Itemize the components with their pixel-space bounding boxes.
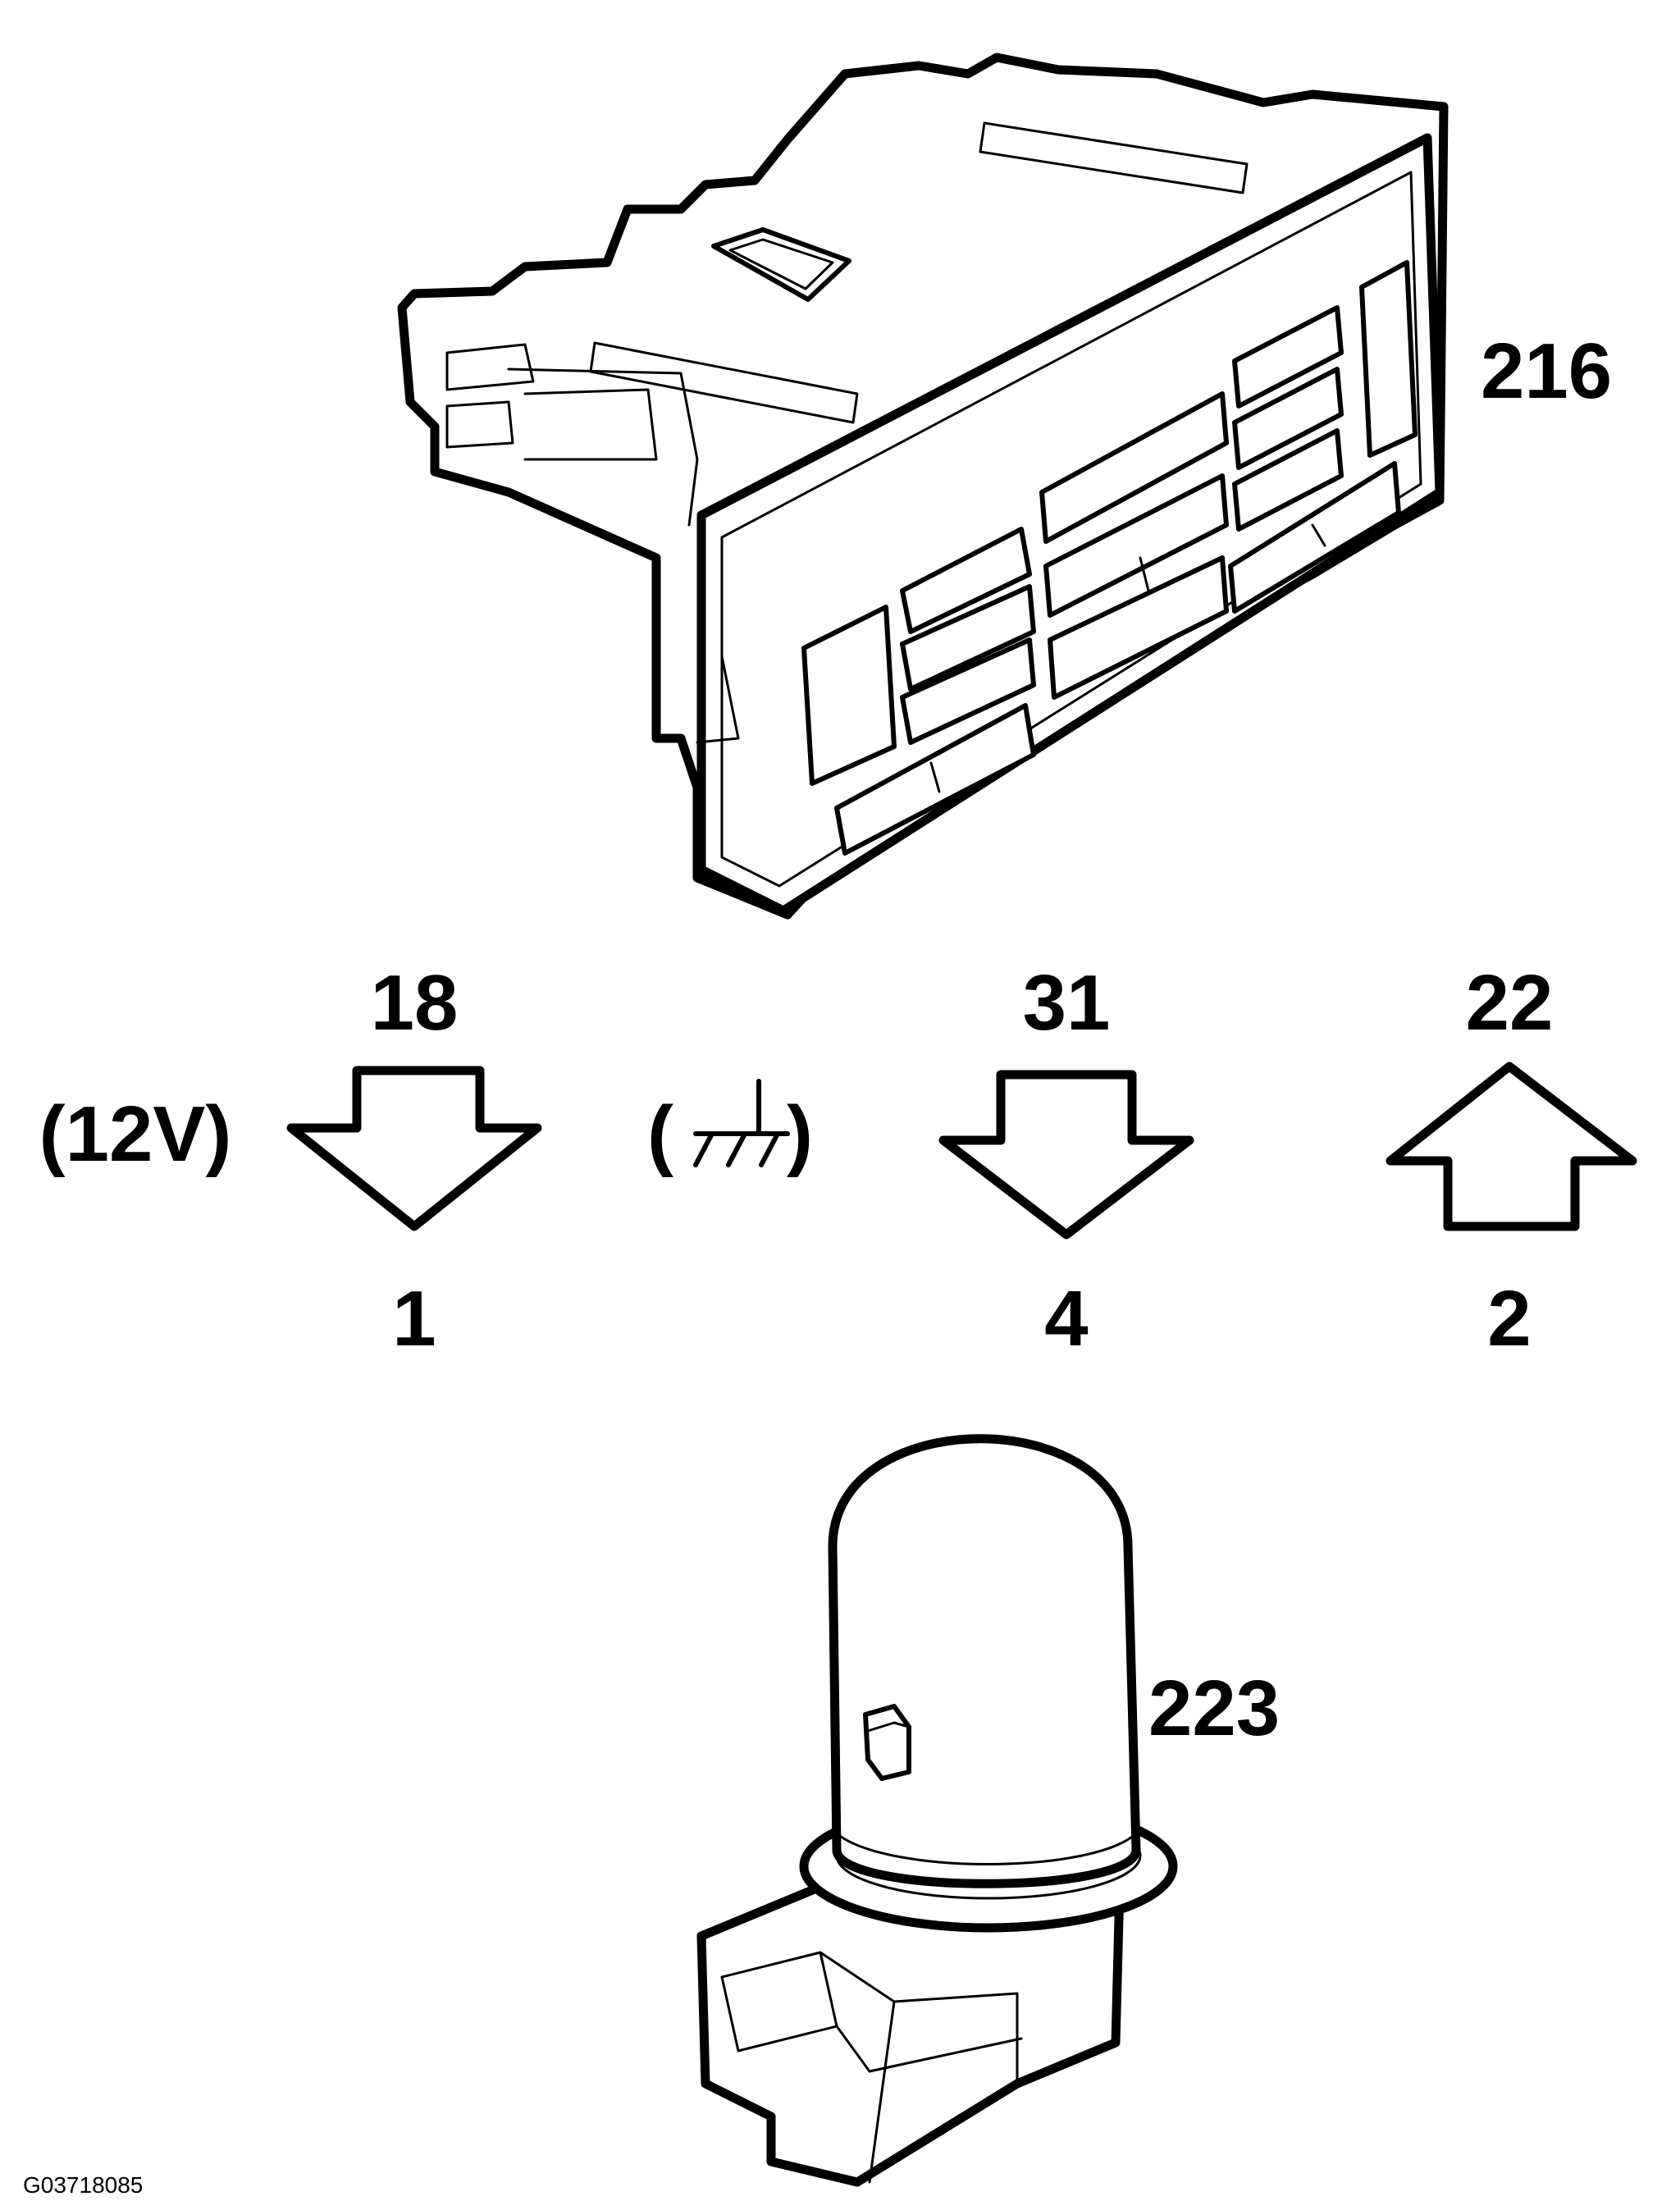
wire-number-31: 31 (1023, 959, 1111, 1047)
arrow-up-icon (1386, 1062, 1637, 1231)
pin-number-2: 2 (1487, 1275, 1531, 1363)
wire-number-18: 18 (371, 959, 459, 1047)
wire-number-22: 22 (1466, 959, 1554, 1047)
pin-number-4: 4 (1044, 1275, 1088, 1363)
control-module-icon (397, 53, 1449, 920)
figure-code: G03718085 (23, 2172, 143, 2198)
pin-number-1: 1 (392, 1275, 436, 1363)
ground-paren-close: ) (787, 1090, 813, 1178)
ground-icon (693, 1079, 790, 1167)
component-label-216: 216 (1481, 327, 1612, 415)
arrow-down-icon (286, 1066, 542, 1231)
voltage-note: (12V) (39, 1090, 232, 1178)
ground-symbol: ( ) (647, 1079, 813, 1178)
bulb-icon (696, 1434, 1178, 2187)
ground-paren-open: ( (647, 1090, 673, 1178)
arrow-down-icon (938, 1070, 1194, 1240)
component-label-223: 223 (1148, 1664, 1280, 1752)
